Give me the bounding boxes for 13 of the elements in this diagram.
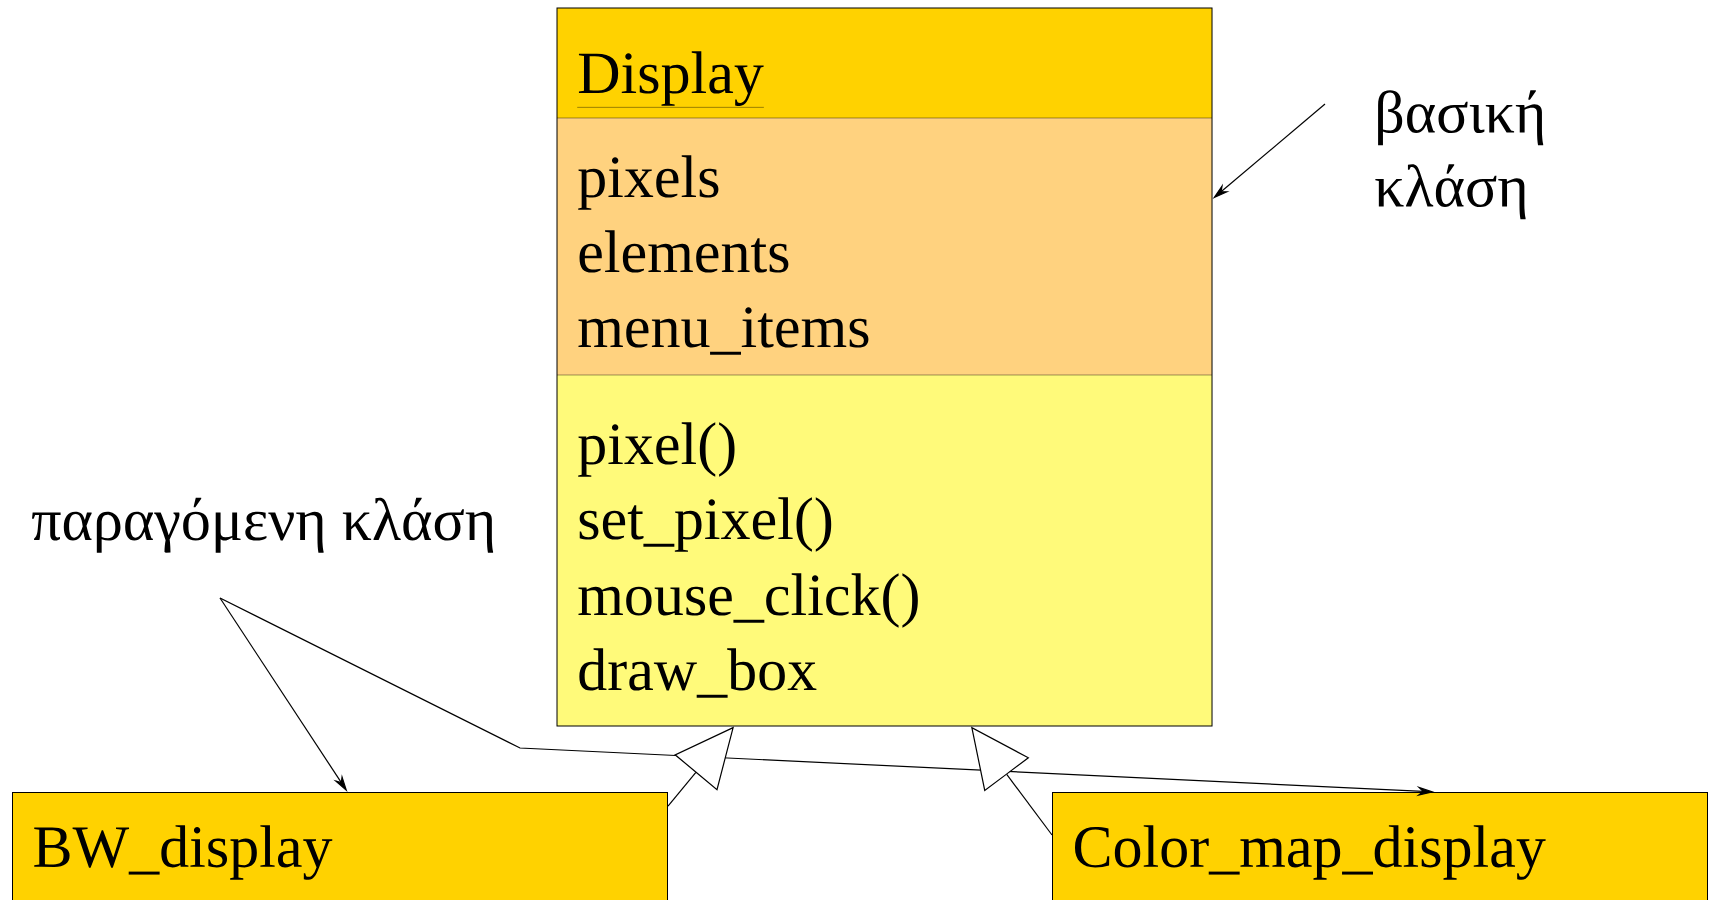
class-box: Color_map_display (1052, 792, 1708, 900)
class-box (556, 7, 1213, 727)
class-box: BW_display (12, 792, 668, 900)
note-text: παραγόμενη κλάση (32, 497, 494, 553)
method: set_pixel() (579, 497, 832, 552)
attribute: pixels (578, 155, 719, 210)
class-name: Display (577, 51, 765, 108)
method: pixel() (578, 422, 735, 477)
note-text: βασική κλάση (1375, 90, 1544, 220)
method: mouse_click() (578, 573, 918, 628)
method: draw_box (579, 648, 817, 698)
attribute: menu_items (578, 307, 869, 355)
attribute: elements (579, 230, 789, 273)
